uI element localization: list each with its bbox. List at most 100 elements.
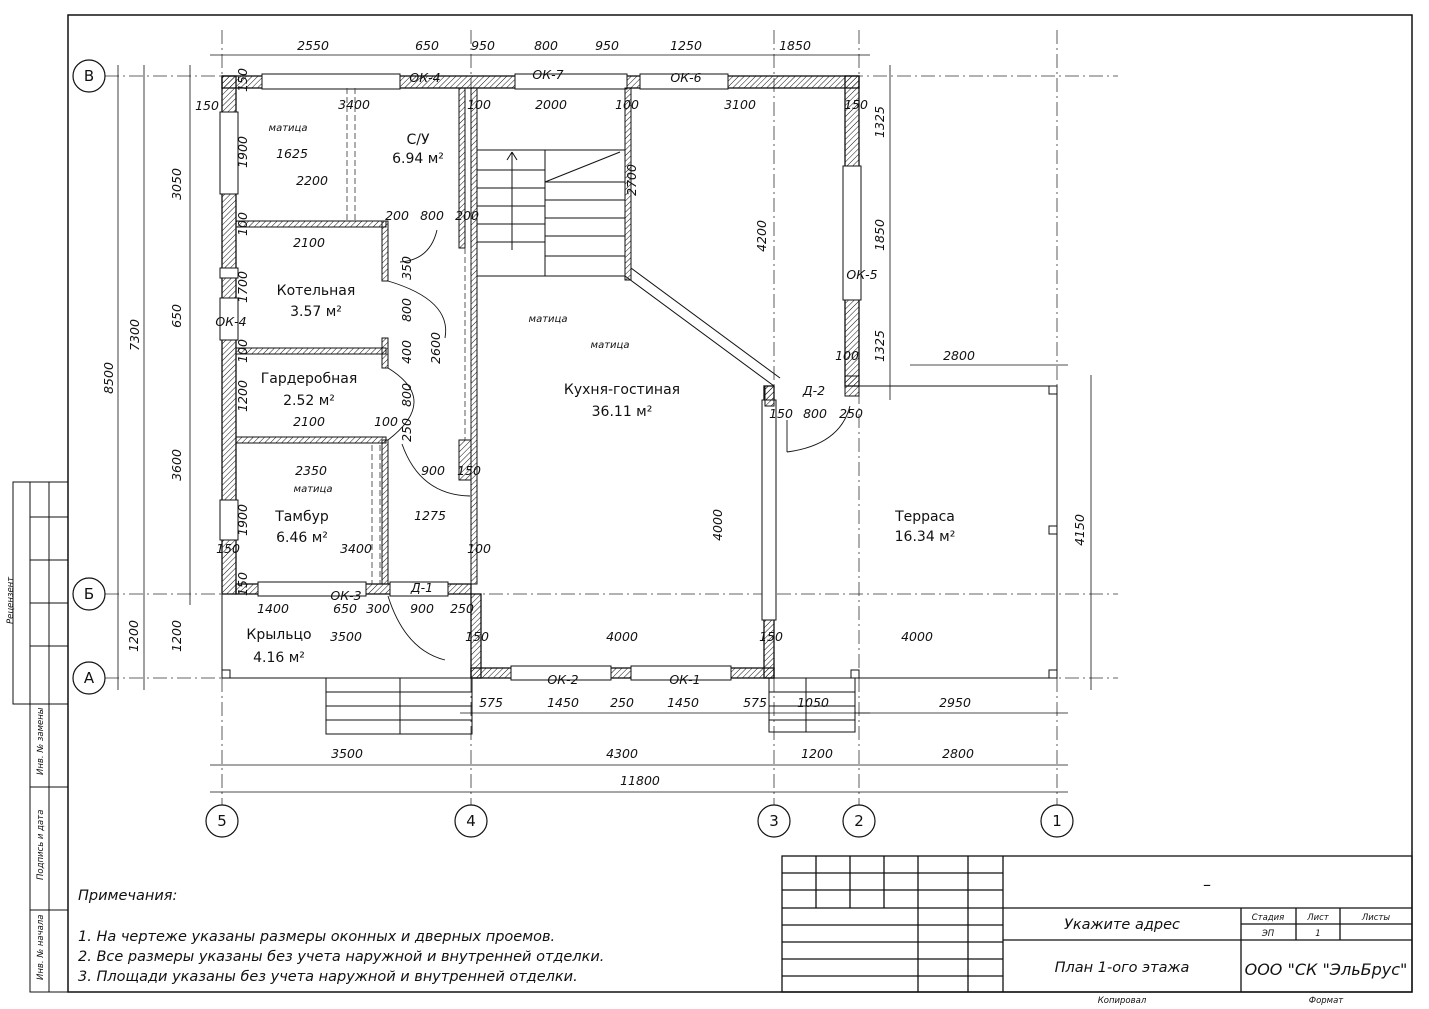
opening-ok2: ОК-2 <box>547 672 578 687</box>
opening-ok4-left: ОК-4 <box>215 314 246 329</box>
note-3: 3. Площади указаны без учета наружной и … <box>78 969 578 985</box>
stamp-sheet-header: Лист <box>1306 913 1330 923</box>
dims-top: 2550 650 950 800 950 1250 1850 <box>297 38 811 53</box>
dim-in-17: 4200 <box>754 220 769 252</box>
dim-in-39: 1400 <box>257 601 289 616</box>
dim-in-43: 250 <box>450 601 474 616</box>
notes-title: Примечания: <box>78 888 177 904</box>
room-area-wc: 6.94 м² <box>392 151 444 167</box>
dim-in-20: 800 <box>399 298 414 322</box>
dim-left-3050: 3050 <box>169 168 184 200</box>
dim-b2-2: 1200 <box>801 746 833 761</box>
dim-in-35: 3400 <box>340 541 372 556</box>
dim-b2-3: 2800 <box>942 746 974 761</box>
sheet-frame <box>67 14 1413 993</box>
dim-in-2: 3400 <box>338 97 370 112</box>
room-area-wardrobe: 2.52 м² <box>283 393 335 409</box>
dim-in-11: 100 <box>235 212 250 236</box>
dim-in-9: 150 <box>844 97 868 112</box>
dim-in-23: 400 <box>399 340 414 364</box>
dim-in-10: 1900 <box>235 136 250 168</box>
room-name-wardrobe: Гардеробная <box>261 371 358 387</box>
opening-ok3: ОК-3 <box>330 588 361 603</box>
axis-label-a: А <box>84 669 95 687</box>
dim-in-28: 100 <box>374 414 398 429</box>
dims-inner: 150 150 3400 1625 2200 100 2000 100 3100… <box>195 68 975 644</box>
opening-ok7: ОК-7 <box>532 67 563 82</box>
room-name-terrace: Терраса <box>894 509 955 525</box>
dim-b1-3: 1450 <box>667 695 699 710</box>
stamp-sheet: 1 <box>1315 929 1320 939</box>
opening-ok6: ОК-6 <box>670 70 701 85</box>
dim-in-25: 1200 <box>235 380 250 412</box>
dim-b1-6: 2950 <box>939 695 971 710</box>
dim-in-1: 150 <box>195 98 219 113</box>
dim-right-1850: 1850 <box>872 219 887 251</box>
dim-in-16: 2700 <box>624 164 639 196</box>
axis-label-1: 1 <box>1052 812 1062 830</box>
beam-lines <box>346 88 472 584</box>
dim-in-31: 150 <box>457 463 481 478</box>
note-2: 2. Все размеры указаны без учета наружно… <box>78 949 604 965</box>
dim-b1-4: 575 <box>743 695 767 710</box>
dim-left-8500: 8500 <box>101 362 116 394</box>
dim-in-8: 3100 <box>724 97 756 112</box>
dim-in-4: 2200 <box>296 173 328 188</box>
axis-bubbles <box>72 59 1074 838</box>
dim-in-30: 900 <box>421 463 445 478</box>
dim-b1-1: 1450 <box>547 695 579 710</box>
dimension-lines <box>117 54 1092 793</box>
dim-in-0: 150 <box>235 68 250 92</box>
axis-label-5: 5 <box>217 812 227 830</box>
dim-in-47: 150 <box>759 629 783 644</box>
room-name-porch: Крыльцо <box>246 627 311 643</box>
side-reviewer: Рецензент <box>6 576 16 624</box>
axis-label-2: 2 <box>854 812 864 830</box>
room-name-boiler: Котельная <box>277 283 356 299</box>
dim-in-3: 1625 <box>276 146 308 161</box>
dim-in-54: 2800 <box>943 348 975 363</box>
opening-ok1: ОК-1 <box>669 672 700 687</box>
dims-left: 8500 1200 7300 1200 3050 650 3600 <box>101 168 184 652</box>
room-area-kitchen-living: 36.11 м² <box>592 404 653 420</box>
opening-ok5: ОК-5 <box>846 267 877 282</box>
room-name-wc: С/У <box>406 132 429 148</box>
dim-in-24: 2600 <box>428 332 443 364</box>
dims-bottom-2: 3500 4300 1200 2800 11800 <box>331 746 974 788</box>
dim-left-7300: 7300 <box>127 319 142 351</box>
dim-in-27: 800 <box>399 383 414 407</box>
stamp-company: ООО "СК "ЭльБрус" <box>1245 960 1408 979</box>
dim-in-18: 1700 <box>235 271 250 303</box>
dim-in-50: 100 <box>835 348 859 363</box>
dim-in-32: 2350 <box>295 463 327 478</box>
dim-top-5: 1250 <box>670 38 702 53</box>
dim-in-6: 2000 <box>535 97 567 112</box>
room-area-vestibule: 6.46 м² <box>276 530 328 546</box>
dim-in-40: 650 <box>333 601 357 616</box>
porch-outline <box>221 594 856 735</box>
dim-in-26: 2100 <box>293 414 325 429</box>
room-name-kitchen-living: Кухня-гостиная <box>564 382 680 398</box>
side-stamp <box>12 481 69 993</box>
title-block <box>781 855 1413 993</box>
stamp-sheet-title: План 1-ого этажа <box>1055 960 1190 976</box>
opening-ok4-top: ОК-4 <box>409 70 440 85</box>
room-name-vestibule: Тамбур <box>274 509 329 525</box>
dim-in-13: 200 <box>385 208 409 223</box>
beam-label-3: матица <box>591 340 630 351</box>
dim-b2-0: 3500 <box>331 746 363 761</box>
note-1: 1. На чертеже указаны размеры оконных и … <box>78 929 555 945</box>
axis-label-v: В <box>84 67 94 85</box>
dim-in-48: 4000 <box>901 629 933 644</box>
beam-label-2: матица <box>529 314 568 325</box>
dim-b1-5: 1050 <box>797 695 829 710</box>
room-area-terrace: 16.34 м² <box>895 529 956 545</box>
opening-d2: Д-2 <box>802 383 825 398</box>
dim-in-5: 100 <box>467 97 491 112</box>
dim-b1-0: 575 <box>479 695 503 710</box>
dim-in-41: 300 <box>366 601 390 616</box>
dim-right-1325b: 1325 <box>872 330 887 362</box>
dims-bottom-1: 575 1450 250 1450 575 1050 2950 <box>479 695 971 710</box>
opening-d1: Д-1 <box>410 580 433 595</box>
stamp-copied: Копировал <box>1098 996 1147 1006</box>
